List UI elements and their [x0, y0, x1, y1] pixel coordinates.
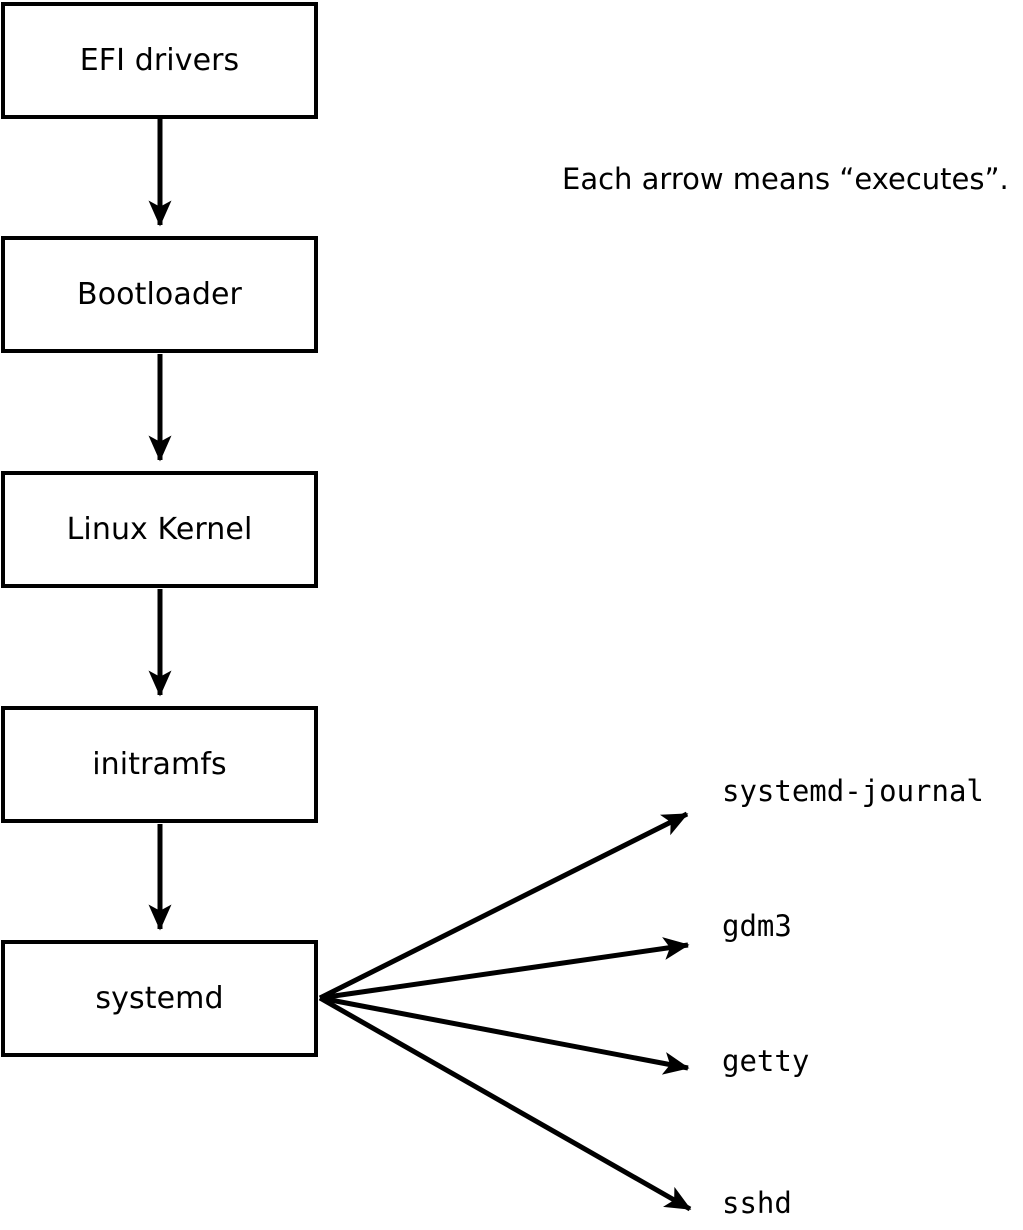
node-label-bootloader: Bootloader	[77, 276, 242, 312]
fan-arrow-getty	[319, 995, 690, 1075]
fan-arrow-gdm3	[319, 937, 690, 1001]
fan-arrow-sshd	[318, 995, 692, 1212]
node-label-efi-drivers: EFI drivers	[79, 42, 240, 78]
leaf-label-sshd: sshd	[722, 1186, 792, 1220]
node-label-linux-kernel: Linux Kernel	[66, 511, 253, 547]
node-box-systemd[interactable]: systemd	[1, 940, 318, 1057]
leaf-label-systemd-journal: systemd-journal	[722, 774, 984, 808]
node-box-bootloader[interactable]: Bootloader	[1, 236, 318, 353]
node-label-systemd: systemd	[95, 980, 224, 1016]
leaf-label-gdm3: gdm3	[722, 909, 792, 943]
leaf-label-getty: getty	[722, 1044, 810, 1078]
node-box-linux-kernel[interactable]: Linux Kernel	[1, 471, 318, 588]
node-label-initramfs: initramfs	[92, 746, 227, 782]
node-box-initramfs[interactable]: initramfs	[1, 706, 318, 823]
node-box-efi-drivers[interactable]: EFI drivers	[1, 2, 318, 119]
legend-note: Each arrow means “executes”.	[562, 162, 1009, 196]
fan-arrow-systemd-journal	[318, 811, 689, 1001]
